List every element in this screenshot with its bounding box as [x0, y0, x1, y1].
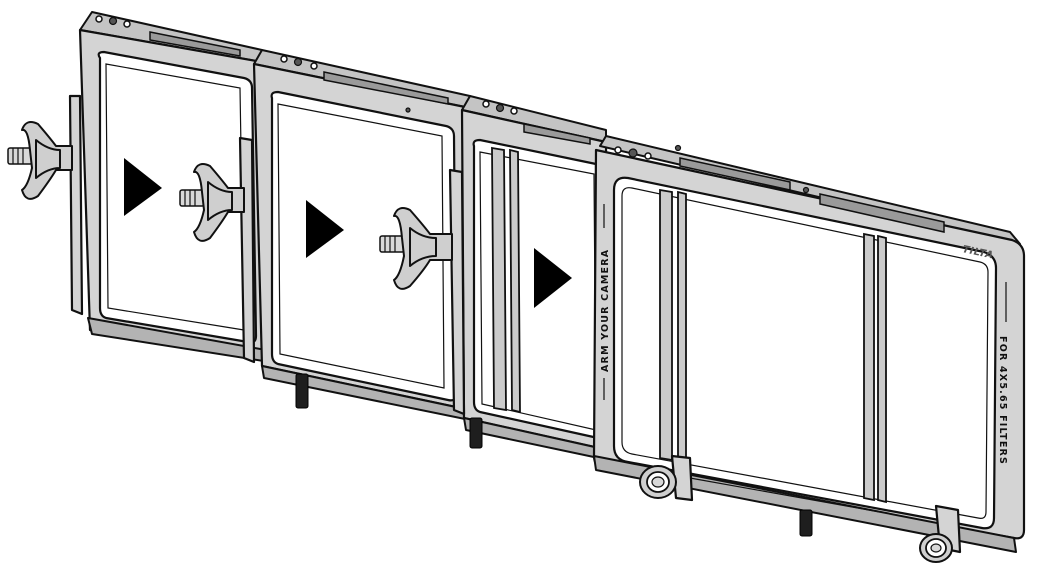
- lock-knob-1: [7, 121, 73, 200]
- mount-pin-2: [469, 417, 483, 449]
- mount-pin-3: [799, 509, 813, 537]
- lock-knob-2: [179, 163, 245, 242]
- filter-frame-1: [68, 11, 272, 363]
- side-label: ARM YOUR CAMERA: [600, 249, 611, 372]
- front-label: FOR 4X5.65 FILTERS: [997, 336, 1008, 465]
- front-lock-knob-left: [639, 465, 677, 499]
- front-lock-knob-right: [919, 533, 953, 563]
- direction-arrow-1: [124, 158, 162, 216]
- filter-frame-3: [448, 95, 610, 461]
- direction-arrow-2: [306, 200, 344, 258]
- filter-frame-2: [238, 49, 472, 421]
- lock-knob-3: [379, 207, 453, 290]
- mount-pin-1: [295, 373, 309, 409]
- direction-arrow-3: [534, 248, 572, 308]
